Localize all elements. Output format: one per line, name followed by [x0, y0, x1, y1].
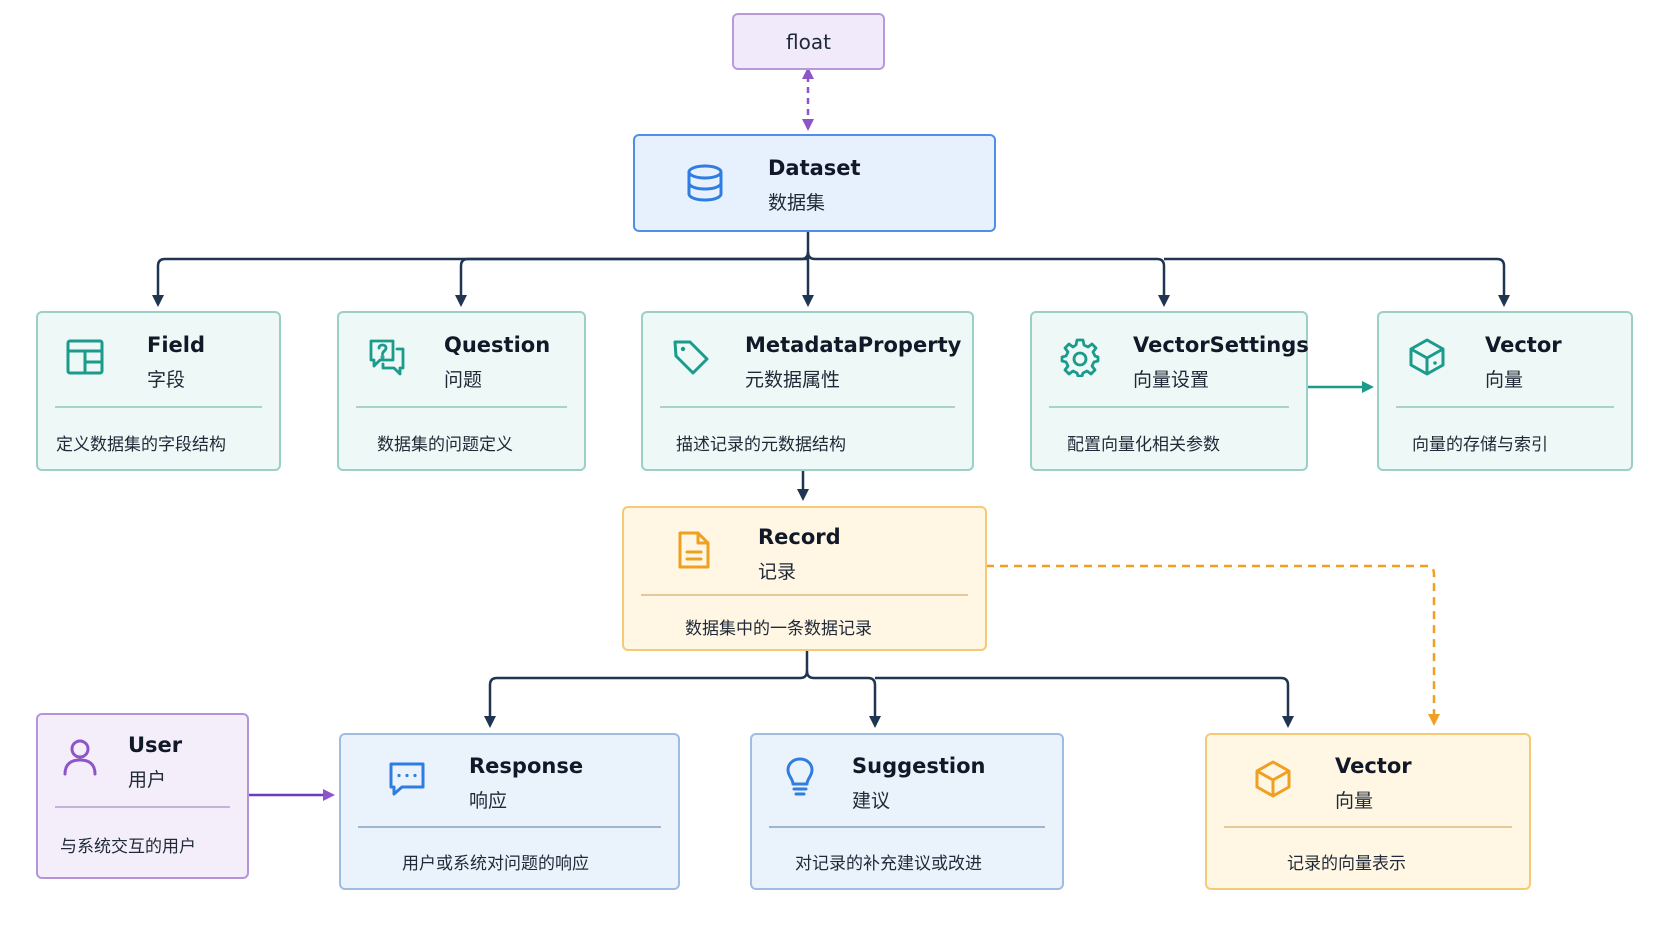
metadata-property-subtitle: 元数据属性 [745, 369, 841, 391]
user-icon [60, 737, 100, 777]
field-node[interactable]: Field 字段 定义数据集的字段结构 [36, 311, 281, 471]
user-node[interactable]: User 用户 与系统交互的用户 [36, 713, 249, 879]
gear-icon [1060, 337, 1100, 377]
dataset-to-question-connector [455, 257, 808, 307]
question-chat-icon [367, 337, 407, 377]
dataset-node[interactable]: Dataset 数据集 [633, 134, 996, 232]
response-description: 用户或系统对问题的响应 [402, 854, 589, 874]
record-vector-description: 记录的向量表示 [1287, 854, 1406, 874]
user-subtitle: 用户 [128, 769, 167, 791]
record-vector-divider [1224, 826, 1512, 828]
record-node[interactable]: Record 记录 数据集中的一条数据记录 [622, 506, 987, 651]
vector-settings-description: 配置向量化相关参数 [1067, 435, 1220, 455]
vector-subtitle: 向量 [1485, 369, 1524, 391]
suggestion-node[interactable]: Suggestion 建议 对记录的补充建议或改进 [750, 733, 1064, 890]
metadata-property-divider [660, 406, 955, 408]
field-description: 定义数据集的字段结构 [56, 435, 226, 455]
question-subtitle: 问题 [444, 369, 483, 391]
vector-description: 向量的存储与索引 [1412, 435, 1548, 455]
user-title: User [128, 733, 183, 757]
cube-icon [1407, 337, 1447, 377]
user-divider [55, 806, 230, 808]
record-to-vector-dashed-connector [986, 564, 1440, 726]
vector-settings-title: VectorSettings [1133, 333, 1309, 357]
vector-title: Vector [1485, 333, 1562, 357]
question-title: Question [444, 333, 551, 357]
field-title: Field [147, 333, 206, 357]
dataset-to-vector-connector [1164, 257, 1510, 307]
question-node[interactable]: Question 问题 数据集的问题定义 [337, 311, 586, 471]
vector-node[interactable]: Vector 向量 向量的存储与索引 [1377, 311, 1633, 471]
question-description: 数据集的问题定义 [377, 435, 513, 455]
cube-icon [1253, 759, 1293, 799]
question-divider [356, 406, 567, 408]
record-to-suggestion-connector [805, 670, 881, 728]
metadata-property-node[interactable]: MetadataProperty 元数据属性 描述记录的元数据结构 [641, 311, 974, 471]
tag-icon [671, 337, 711, 377]
field-divider [55, 406, 262, 408]
vector-settings-subtitle: 向量设置 [1133, 369, 1210, 391]
vector-divider [1396, 406, 1614, 408]
record-divider [641, 594, 968, 596]
record-vector-node[interactable]: Vector 向量 记录的向量表示 [1205, 733, 1531, 890]
response-divider [358, 826, 661, 828]
dataset-title: Dataset [768, 156, 861, 180]
chat-dots-icon [387, 759, 427, 799]
database-icon [685, 163, 725, 203]
dataset-bus-connector [152, 232, 810, 307]
float-type-node[interactable]: float [732, 13, 885, 70]
suggestion-subtitle: 建议 [852, 790, 891, 812]
vector-settings-divider [1049, 406, 1289, 408]
dataset-subtitle: 数据集 [768, 192, 826, 214]
document-icon [674, 530, 714, 570]
record-description: 数据集中的一条数据记录 [685, 619, 872, 639]
record-vector-subtitle: 向量 [1335, 790, 1374, 812]
suggestion-description: 对记录的补充建议或改进 [795, 854, 982, 874]
response-title: Response [469, 754, 584, 778]
float-type-label: float [786, 29, 831, 54]
response-subtitle: 响应 [469, 790, 508, 812]
metadata-property-description: 描述记录的元数据结构 [676, 435, 846, 455]
metadata-property-title: MetadataProperty [745, 333, 962, 357]
table-icon [65, 337, 105, 377]
record-bus-connector [484, 651, 809, 728]
suggestion-divider [769, 826, 1045, 828]
response-node[interactable]: Response 响应 用户或系统对问题的响应 [339, 733, 680, 890]
record-to-vector-connector [875, 676, 1294, 728]
dataset-to-vectorsettings-connector [806, 251, 1170, 307]
vector-settings-node[interactable]: VectorSettings 向量设置 配置向量化相关参数 [1030, 311, 1309, 471]
lightbulb-icon [780, 757, 820, 797]
suggestion-title: Suggestion [852, 754, 986, 778]
record-vector-title: Vector [1335, 754, 1412, 778]
record-title: Record [758, 525, 841, 549]
user-description: 与系统交互的用户 [60, 837, 196, 857]
record-subtitle: 记录 [758, 561, 797, 583]
field-subtitle: 字段 [147, 369, 186, 391]
